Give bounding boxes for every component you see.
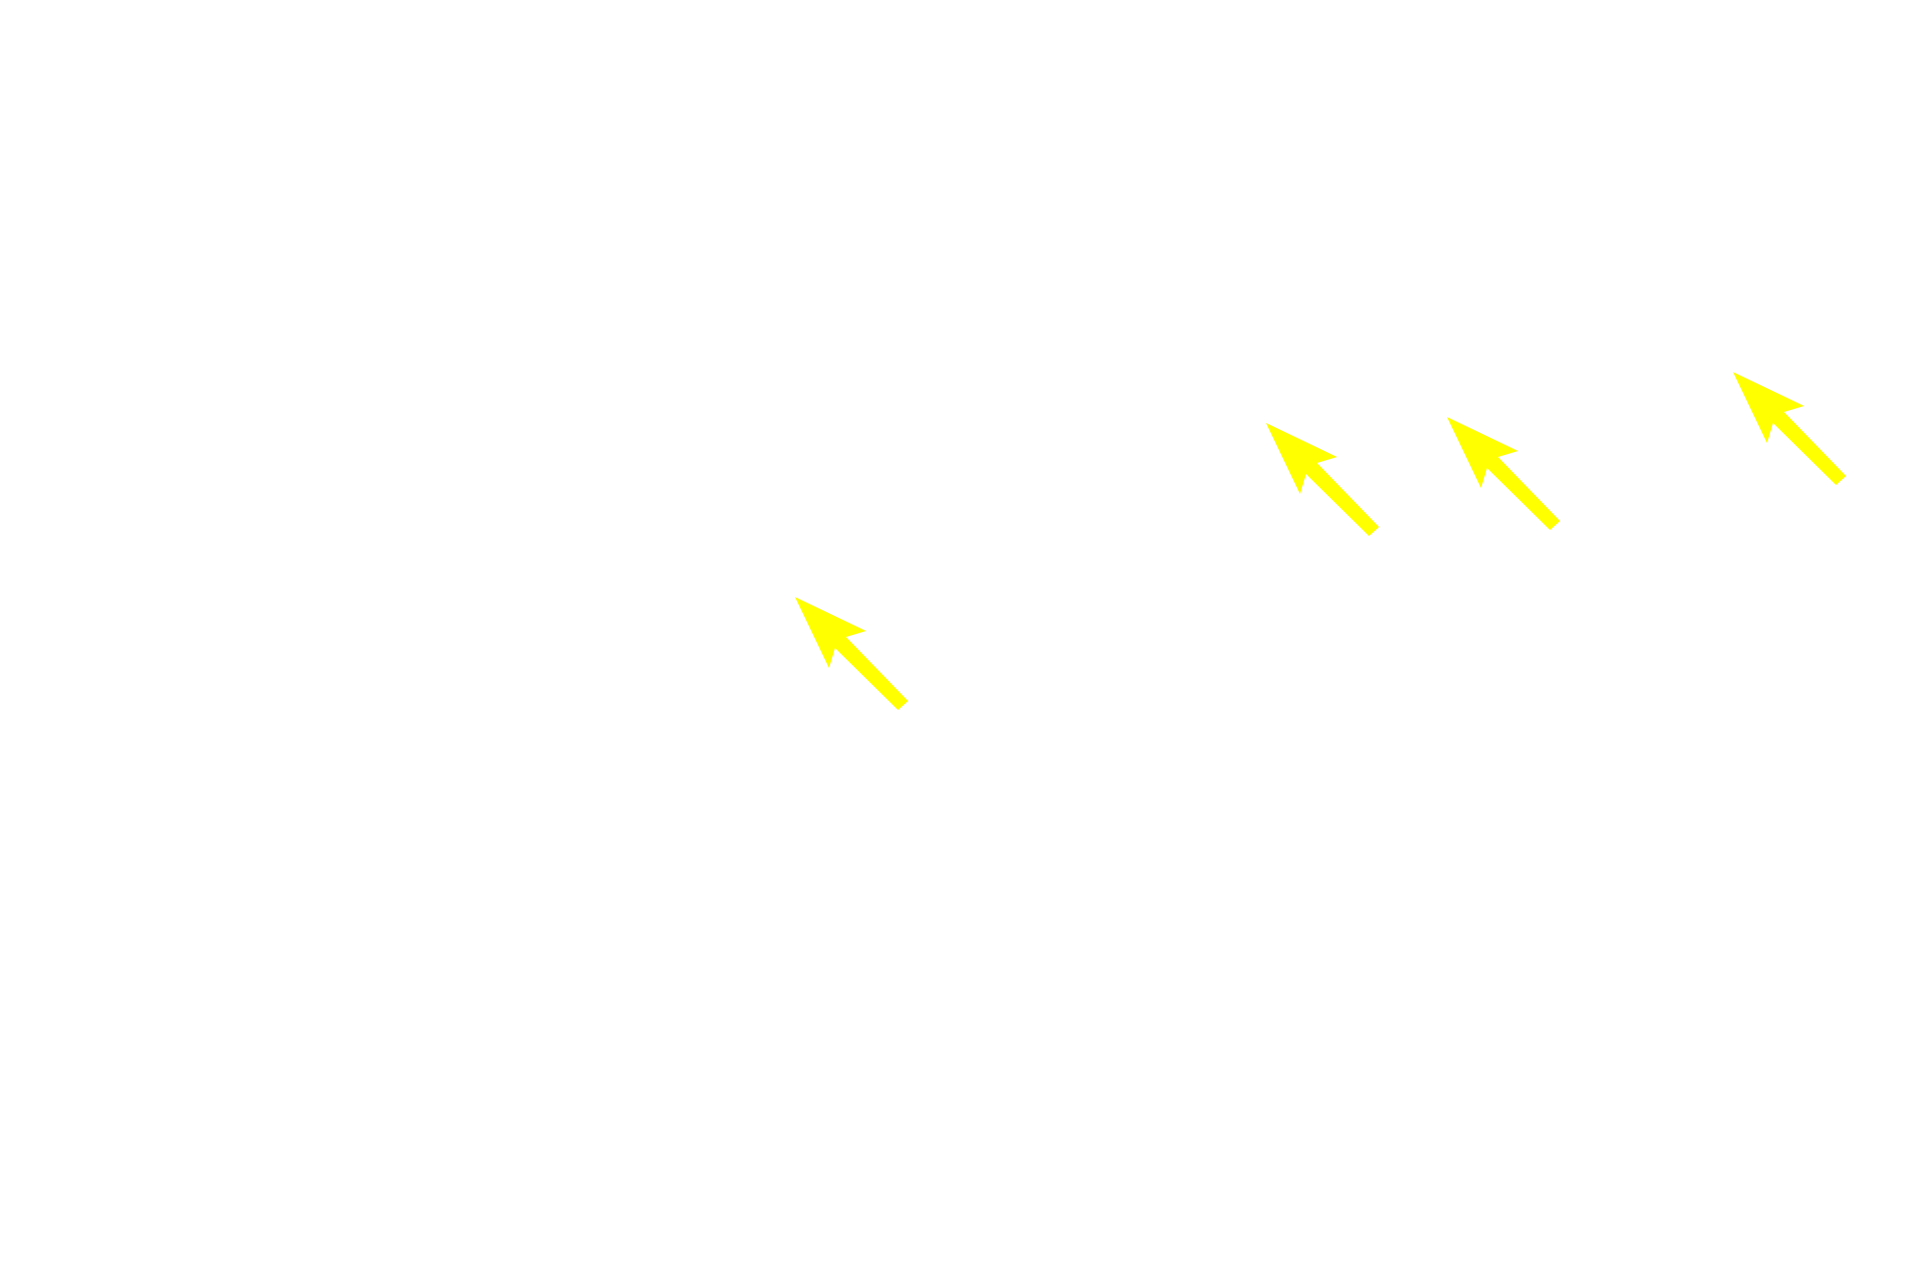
arrow-up-left-icon	[1733, 372, 1846, 485]
arrow-up-left-icon	[795, 597, 908, 710]
arrow-up-left-icon	[1266, 423, 1379, 536]
arrow-up-left-icon	[1447, 417, 1560, 530]
